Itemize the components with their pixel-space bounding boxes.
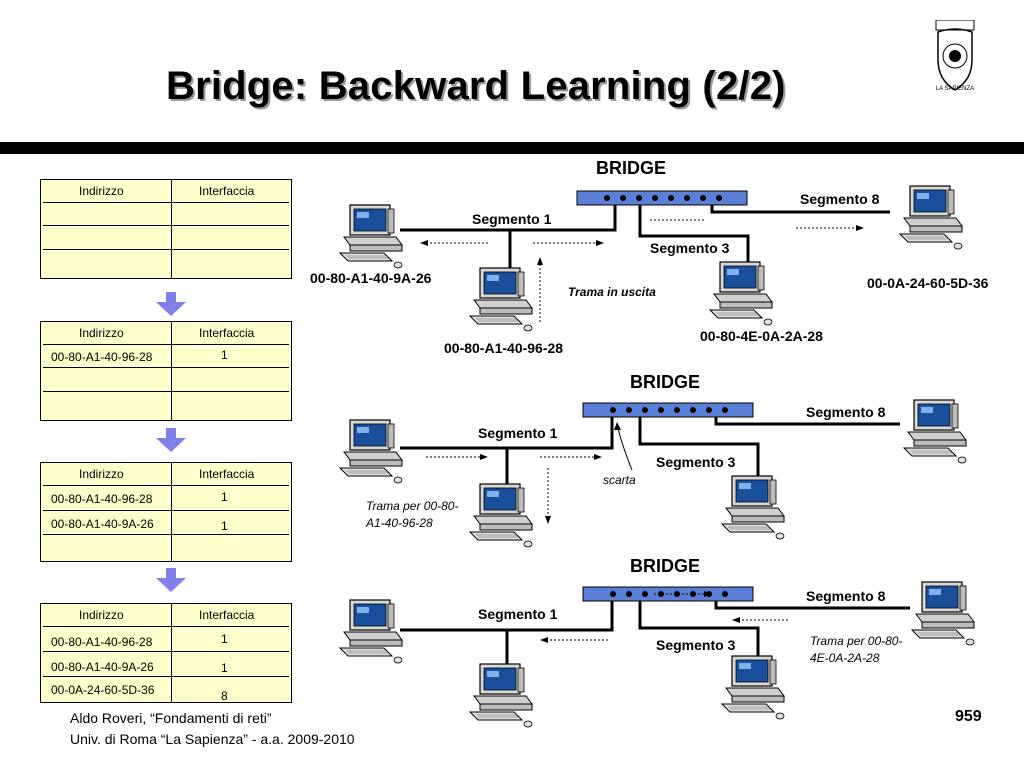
segment-8-label: Segmento 8 <box>806 404 886 420</box>
page-number: 959 <box>955 708 982 725</box>
slide-title: Bridge: Backward Learning (2/2) <box>166 64 786 108</box>
bridge-label-1: BRIDGE <box>596 158 667 178</box>
mac-address-right: 00-0A-24-60-5D-36 <box>867 275 989 291</box>
header-interface: Interfaccia <box>199 467 255 481</box>
segment-3-label: Segmento 3 <box>656 637 736 653</box>
table-cell-interface: 1 <box>221 661 228 675</box>
header-address: Indirizzo <box>79 184 124 198</box>
segment-1-label: Segmento 1 <box>478 425 558 441</box>
table-cell-interface: 8 <box>221 689 228 703</box>
frame-note: Trama per 00-80-A1-40-96-28 <box>366 499 459 530</box>
table-cell-address: 00-80-A1-40-96-28 <box>51 492 153 506</box>
segment-1-label: Segmento 1 <box>478 606 558 622</box>
footer-university: Univ. di Roma “La Sapienza” - a.a. 2009-… <box>70 731 355 747</box>
segment-3-label: Segmento 3 <box>656 454 736 470</box>
table-cell-address: 00-80-A1-40-96-28 <box>51 350 153 364</box>
segment-8-label: Segmento 8 <box>800 191 880 207</box>
frame-note: Trama in uscita <box>568 285 656 299</box>
mac-address-left: 00-80-A1-40-9A-26 <box>310 270 432 286</box>
table-cell-interface: 1 <box>221 348 228 362</box>
table-cell-address: 00-80-A1-40-96-28 <box>51 635 153 649</box>
table-cell-interface: 1 <box>221 490 228 504</box>
table-cell-interface: 1 <box>221 519 228 533</box>
header-address: Indirizzo <box>79 467 124 481</box>
segment-1-label: Segmento 1 <box>472 211 552 227</box>
header-interface: Interfaccia <box>199 608 255 622</box>
university-seal-logo <box>935 20 975 91</box>
bridge-label-3: BRIDGE <box>630 556 701 576</box>
frame-note: Trama per 00-80-4E-0A-2A-28 <box>810 634 903 665</box>
bridge-table-3: Indirizzo Interfaccia 00-80-A1-40-96-28 … <box>40 462 292 562</box>
logo-caption: LA SAPIENZA <box>935 86 975 92</box>
footer-author: Aldo Roveri, “Fondamenti di reti” <box>70 710 272 726</box>
table-cell-interface: 1 <box>221 632 228 646</box>
bridge-label-2: BRIDGE <box>630 372 701 392</box>
header-interface: Interfaccia <box>199 184 255 198</box>
table-cell-address: 00-0A-24-60-5D-36 <box>51 683 155 697</box>
discard-note: scarta <box>603 473 636 487</box>
mac-address-seg3: 00-80-4E-0A-2A-28 <box>700 328 823 344</box>
mac-address-middle: 00-80-A1-40-96-28 <box>444 340 564 356</box>
down-arrow-icon <box>156 568 186 592</box>
header-address: Indirizzo <box>79 326 124 340</box>
bridge-table-1: Indirizzo Interfaccia <box>40 179 292 279</box>
down-arrow-icon <box>156 292 186 316</box>
bridge-table-2: Indirizzo Interfaccia 00-80-A1-40-96-28 … <box>40 321 292 421</box>
segment-3-label: Segmento 3 <box>650 240 730 256</box>
bridge-table-4: Indirizzo Interfaccia 00-80-A1-40-96-28 … <box>40 603 292 703</box>
down-arrow-icon <box>156 428 186 452</box>
title-divider <box>0 142 1024 154</box>
header-address: Indirizzo <box>79 608 124 622</box>
segment-8-label: Segmento 8 <box>806 588 886 604</box>
table-cell-address: 00-80-A1-40-9A-26 <box>51 660 154 674</box>
table-cell-address: 00-80-A1-40-9A-26 <box>51 517 154 531</box>
header-interface: Interfaccia <box>199 326 255 340</box>
